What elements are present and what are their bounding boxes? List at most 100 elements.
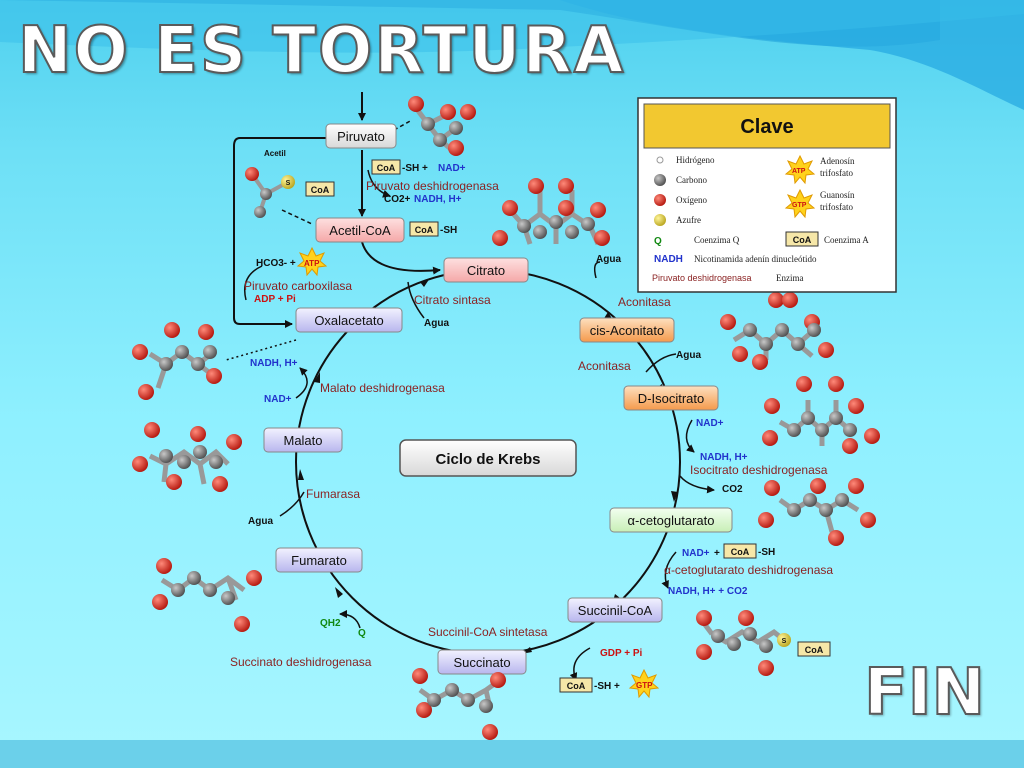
cof-agua-fumarasa: Agua <box>248 516 273 527</box>
legend-coenzima-a: Coenzima A <box>824 235 869 245</box>
box-citrato <box>443 257 529 283</box>
coa-tag-3-label: CoA <box>731 547 750 557</box>
arrow-isocitrate-co2 <box>679 475 715 494</box>
legend-gtp-desc-2: trifosfato <box>820 202 853 212</box>
label-d-isocitrato: D-Isocitrato <box>638 391 704 406</box>
enzyme-malato-dh: Malato deshidrogenasa <box>320 381 445 395</box>
coa-tag-4 <box>559 677 593 693</box>
cof-nad-1: NAD+ <box>438 163 466 174</box>
legend: Clave Hidrógeno Carbono Oxígeno Azufre Q… <box>637 97 897 293</box>
coa-tag-4-label: CoA <box>567 681 586 691</box>
label-piruvato: Piruvato <box>337 129 385 144</box>
legend-hidrogeno: Hidrógeno <box>676 155 715 165</box>
center-title-box <box>399 439 577 477</box>
label-acetil-coa: Acetil-CoA <box>329 223 391 238</box>
arrow-succinyl-gdp <box>569 647 591 681</box>
enzyme-aconitasa-2: Aconitasa <box>578 359 631 373</box>
label-cis-aconitato: cis-Aconitato <box>590 323 664 338</box>
arrow-agua-cis <box>645 353 677 373</box>
arrow-malate-nad <box>295 367 308 399</box>
legend-coa-tag <box>785 231 819 247</box>
dot-oxalacetate <box>225 339 297 361</box>
label-citrato: Citrato <box>467 263 505 278</box>
legend-q-symbol: Q <box>654 236 662 247</box>
molecule-succinil-coa: S CoA <box>696 610 831 676</box>
molecule-fumarato <box>152 558 262 632</box>
cof-sh-ceto: -SH <box>758 547 775 558</box>
cof-sh-plus-succ: -SH + <box>594 681 620 692</box>
cof-agua-aconitasa: Agua <box>596 254 621 265</box>
label-succinil-coa: Succinil-CoA <box>578 603 653 618</box>
legend-title: Clave <box>740 116 793 138</box>
cof-nadh-1: NADH, H+ <box>414 194 462 205</box>
legend-gtp-label: GTP <box>792 202 807 209</box>
slide-title: NO ES TORTURA <box>17 13 626 89</box>
coa-tag-2 <box>409 221 439 237</box>
box-oxalacetato <box>295 307 403 333</box>
molecule-succinil-s: S <box>782 638 787 645</box>
legend-coenzima-q: Coenzima Q <box>694 235 740 245</box>
box-piruvato <box>325 123 397 149</box>
molecule-piruvato <box>408 96 476 156</box>
cof-plus-ceto: + <box>714 548 720 559</box>
molecule-acetil: S CoA <box>245 167 335 218</box>
label-malato: Malato <box>283 433 322 448</box>
cof-nadh-isocitrato: NADH, H+ <box>700 452 748 463</box>
box-cis-aconitato <box>579 317 675 343</box>
arrow-ketoglutarate-nad <box>661 551 677 589</box>
cof-agua-citrato: Agua <box>424 318 449 329</box>
cof-acetil: Acetil <box>264 149 286 158</box>
legend-atp-desc-2: trifosfato <box>820 168 853 178</box>
molecule-oxalacetato <box>132 322 222 400</box>
arrow-agua-citrate <box>407 281 425 319</box>
enzyme-citrato-sintasa: Citrato sintasa <box>414 293 491 307</box>
coa-tag-2-label: CoA <box>415 225 434 235</box>
enzyme-cetoglutarato-dh: α-cetoglutarato deshidrogenasa <box>664 563 833 577</box>
label-fumarato: Fumarato <box>291 553 347 568</box>
cof-nadh-ceto: NADH, H+ + CO2 <box>668 586 748 597</box>
cof-gtp: GTP <box>636 681 653 690</box>
molecule-malato <box>132 422 242 492</box>
enzyme-piruvato-carbox: Piruvato carboxilasa <box>244 279 352 293</box>
molecule-succinato <box>412 668 506 740</box>
arrow-pyruvate-oxaloacetate <box>233 137 326 328</box>
cof-nad-ceto: NAD+ <box>682 548 710 559</box>
box-acetil-coa <box>315 217 405 243</box>
molecule-succinil-coa-label: CoA <box>805 645 824 655</box>
molecule-cetoglutarato <box>758 478 876 546</box>
arrow-isocitrate-nad <box>685 419 695 453</box>
arrow-acetyl-citrate <box>361 241 441 275</box>
molecule-acetil-coa: CoA <box>311 185 330 195</box>
box-succinato <box>437 649 527 675</box>
cof-q: Q <box>358 628 366 639</box>
label-oxalacetato: Oxalacetato <box>314 313 383 328</box>
cof-qh2: QH2 <box>320 618 341 629</box>
molecule-acetil-s: S <box>286 180 291 187</box>
legend-nadh-desc: Nicotinamida adenín dinucleótido <box>694 254 817 264</box>
label-a-cetoglutarato: α-cetoglutarato <box>627 513 714 528</box>
arrow-fumarasa-agua <box>279 491 305 517</box>
cof-gdp-pi: GDP + Pi <box>600 648 643 659</box>
box-fumarato <box>275 547 363 573</box>
dash-acetil <box>281 119 413 225</box>
coa-tag-1-label: CoA <box>377 163 396 173</box>
legend-header <box>643 103 891 149</box>
arrow-succinate-q <box>339 610 361 629</box>
cof-co2-isocitrato: CO2 <box>722 484 743 495</box>
cof-sh-plus: -SH + <box>402 163 428 174</box>
molecule-cis-aconitato <box>720 292 834 370</box>
arrow-pdh-side <box>367 169 391 198</box>
arrow-agua-aconitase <box>593 261 601 279</box>
legend-azufre: Azufre <box>676 215 701 225</box>
enzyme-aconitasa-1: Aconitasa <box>618 295 671 309</box>
molecule-isocitrato <box>762 376 880 454</box>
legend-coa-symbol: CoA <box>793 235 812 245</box>
enzyme-succinato-dh: Succinato deshidrogenasa <box>230 655 372 669</box>
cof-nad-isocitrato: NAD+ <box>696 418 724 429</box>
box-malato <box>263 427 343 453</box>
legend-carbono: Carbono <box>676 175 707 185</box>
legend-nadh-symbol: NADH <box>654 254 683 265</box>
